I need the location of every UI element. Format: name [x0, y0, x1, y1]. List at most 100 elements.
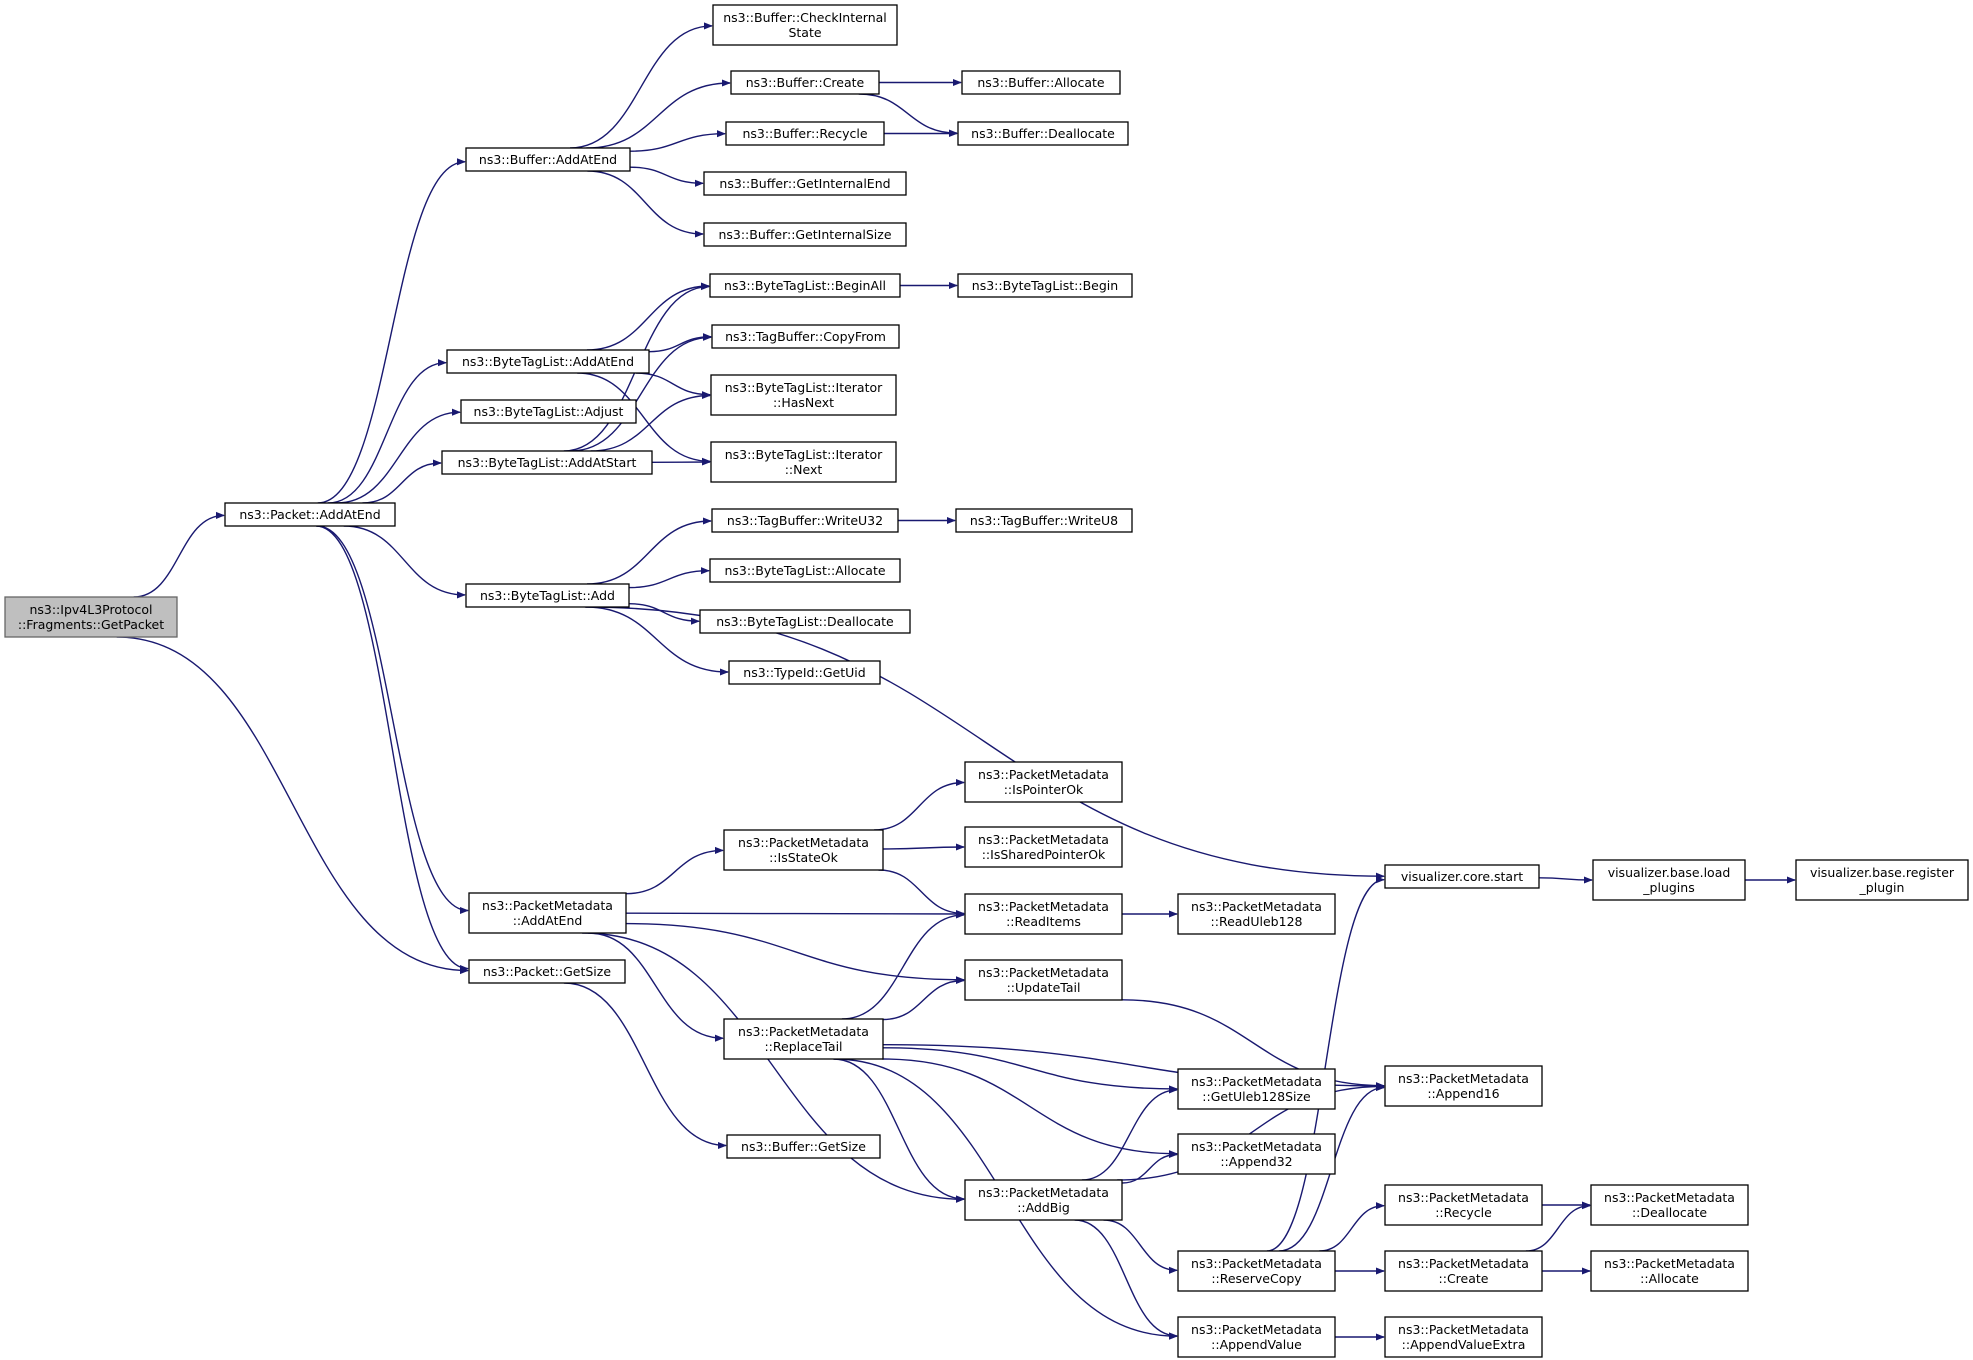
node-label: ns3::TagBuffer::WriteU32	[727, 513, 883, 528]
node-label: ns3::Buffer::Create	[746, 75, 865, 90]
node-pm-deallocate[interactable]: ns3::PacketMetadata::Deallocate	[1590, 1184, 1749, 1226]
node-vis-load-plugins[interactable]: visualizer.base.load_plugins	[1592, 859, 1746, 901]
node-pm-create[interactable]: ns3::PacketMetadata::Create	[1384, 1250, 1543, 1292]
edge-pm-replacetail-to-pm-append32	[882, 1058, 1178, 1158]
edge-arrow	[833, 1058, 965, 1203]
node-vis-register-plugin[interactable]: visualizer.base.register_plugin	[1795, 859, 1969, 901]
node-buffer-getinternalsize[interactable]: ns3::Buffer::GetInternalSize	[703, 222, 907, 247]
edge-arrow	[133, 511, 225, 598]
node-label: ns3::PacketMetadata	[1604, 1190, 1735, 1205]
edge-arrow	[882, 843, 965, 851]
node-tagbuffer-writeu32[interactable]: ns3::TagBuffer::WriteU32	[711, 508, 899, 533]
node-label: ::Fragments::GetPacket	[18, 617, 164, 632]
edge-pm-reservecopy-to-pm-recycle	[1319, 1202, 1385, 1252]
node-pm-addbig[interactable]: ns3::PacketMetadata::AddBig	[964, 1179, 1123, 1221]
edge-arrow	[590, 391, 711, 452]
edge-pm-addbig-to-pm-getuleb128size	[1081, 1086, 1178, 1181]
node-tagbuffer-copyfrom[interactable]: ns3::TagBuffer::CopyFrom	[711, 324, 900, 349]
node-packet-addatend[interactable]: ns3::Packet::AddAtEnd	[224, 502, 396, 527]
node-pm-replacetail[interactable]: ns3::PacketMetadata::ReplaceTail	[723, 1018, 884, 1060]
node-pm-isstateok[interactable]: ns3::PacketMetadata::IsStateOk	[723, 829, 884, 871]
node-label: _plugin	[1859, 880, 1905, 895]
node-vis-core-start[interactable]: visualizer.core.start	[1384, 864, 1540, 889]
node-btl-begin[interactable]: ns3::ByteTagList::Begin	[957, 273, 1133, 298]
edge-packet-addatend-to-bytetaglist-adjust	[336, 408, 461, 504]
node-buffer-deallocate[interactable]: ns3::Buffer::Deallocate	[957, 121, 1129, 146]
node-label: ::Deallocate	[1632, 1205, 1707, 1220]
node-buffer-getsize[interactable]: ns3::Buffer::GetSize	[726, 1134, 881, 1159]
node-pm-appendvalue[interactable]: ns3::PacketMetadata::AppendValue	[1177, 1316, 1336, 1358]
edge-pm-addbig-to-pm-reservecopy	[1103, 1219, 1178, 1274]
node-pm-addatend[interactable]: ns3::PacketMetadata::AddAtEnd	[468, 892, 627, 934]
node-label: ::HasNext	[773, 395, 834, 410]
node-bytetaglist-add[interactable]: ns3::ByteTagList::Add	[465, 583, 630, 608]
node-pm-recycle[interactable]: ns3::PacketMetadata::Recycle	[1384, 1184, 1543, 1226]
node-bytetaglist-adjust[interactable]: ns3::ByteTagList::Adjust	[460, 399, 637, 424]
node-box	[1177, 1250, 1336, 1292]
edge-pm-isstateok-to-pm-ispointerok	[874, 778, 965, 831]
node-buffer-recycle[interactable]: ns3::Buffer::Recycle	[725, 121, 885, 146]
node-label: visualizer.core.start	[1401, 869, 1523, 884]
node-label: ::ReadItems	[1006, 914, 1081, 929]
node-root[interactable]: ns3::Ipv4L3Protocol::Fragments::GetPacke…	[4, 596, 178, 638]
node-box	[964, 761, 1123, 803]
node-pm-reservecopy[interactable]: ns3::PacketMetadata::ReserveCopy	[1177, 1250, 1336, 1292]
node-box	[1384, 1250, 1543, 1292]
node-label: ns3::PacketMetadata	[1398, 1071, 1529, 1086]
node-box	[224, 502, 396, 527]
node-typeid-getuid[interactable]: ns3::TypeId::GetUid	[728, 660, 881, 685]
node-buffer-getinternalend[interactable]: ns3::Buffer::GetInternalEnd	[703, 171, 907, 196]
node-pm-append16[interactable]: ns3::PacketMetadata::Append16	[1384, 1065, 1543, 1107]
node-btl-iter-hasnext[interactable]: ns3::ByteTagList::Iterator::HasNext	[710, 374, 897, 416]
node-box	[1590, 1250, 1749, 1292]
node-bytetaglist-addatstart[interactable]: ns3::ByteTagList::AddAtStart	[441, 450, 653, 475]
node-bytetaglist-addatend[interactable]: ns3::ByteTagList::AddAtEnd	[446, 349, 650, 374]
edge-arrow	[569, 22, 713, 149]
edge-bytetaglist-addatstart-to-btl-iter-hasnext	[590, 391, 711, 452]
node-label: ns3::ByteTagList::Iterator	[725, 380, 883, 395]
edge-bytetaglist-add-to-typeid-getuid	[585, 606, 729, 676]
edge-packet-addatend-to-bytetaglist-addatend	[327, 359, 447, 504]
node-buffer-addatend[interactable]: ns3::Buffer::AddAtEnd	[465, 147, 631, 172]
node-box	[710, 441, 897, 483]
node-btl-beginall[interactable]: ns3::ByteTagList::BeginAll	[709, 273, 901, 298]
node-box	[955, 508, 1133, 533]
node-box	[1384, 1184, 1543, 1226]
edge-arrow	[882, 1047, 1178, 1093]
edge-packet-addatend-to-packet-getsize	[315, 525, 469, 973]
node-box	[964, 826, 1123, 868]
edge-arrow	[841, 911, 965, 1020]
edge-pm-replacetail-to-pm-addbig	[833, 1058, 965, 1203]
node-label: ns3::PacketMetadata	[1604, 1256, 1735, 1271]
node-packet-getsize[interactable]: ns3::Packet::GetSize	[468, 959, 626, 984]
node-pm-updatetail[interactable]: ns3::PacketMetadata::UpdateTail	[964, 959, 1123, 1001]
node-label: ns3::Buffer::GetInternalSize	[718, 227, 891, 242]
node-buffer-create[interactable]: ns3::Buffer::Create	[730, 70, 880, 95]
node-box	[1590, 1184, 1749, 1226]
node-box	[1177, 1068, 1336, 1110]
node-pm-issharedpointerok[interactable]: ns3::PacketMetadata::IsSharedPointerOk	[964, 826, 1123, 868]
node-pm-allocate[interactable]: ns3::PacketMetadata::Allocate	[1590, 1250, 1749, 1292]
node-pm-getuleb128size[interactable]: ns3::PacketMetadata::GetUleb128Size	[1177, 1068, 1336, 1110]
node-tagbuffer-writeu8[interactable]: ns3::TagBuffer::WriteU8	[955, 508, 1133, 533]
node-btl-iter-next[interactable]: ns3::ByteTagList::Iterator::Next	[710, 441, 897, 483]
node-btl-allocate[interactable]: ns3::ByteTagList::Allocate	[709, 558, 901, 583]
node-btl-deallocate[interactable]: ns3::ByteTagList::Deallocate	[699, 609, 911, 634]
node-buffer-allocate[interactable]: ns3::Buffer::Allocate	[961, 70, 1121, 95]
node-pm-appendvalueextra[interactable]: ns3::PacketMetadata::AppendValueExtra	[1384, 1316, 1543, 1358]
edge-packet-addatend-to-bytetaglist-addatstart	[362, 459, 442, 504]
node-pm-readitems[interactable]: ns3::PacketMetadata::ReadItems	[964, 893, 1123, 935]
edge-pm-updatetail-to-pm-append16	[1121, 999, 1385, 1090]
edge-arrow	[586, 517, 712, 585]
node-label: ::UpdateTail	[1007, 980, 1081, 995]
edge-arrow	[1121, 1150, 1178, 1184]
edge-arrow	[327, 359, 447, 504]
edge-arrow	[570, 333, 712, 452]
node-label: ns3::PacketMetadata	[978, 1185, 1109, 1200]
node-pm-append32[interactable]: ns3::PacketMetadata::Append32	[1177, 1133, 1336, 1175]
node-label: ns3::Buffer::GetSize	[741, 1139, 866, 1154]
node-label: ::IsSharedPointerOk	[982, 847, 1106, 862]
node-pm-ispointerok[interactable]: ns3::PacketMetadata::IsPointerOk	[964, 761, 1123, 803]
node-pm-readuleb128[interactable]: ns3::PacketMetadata::ReadUleb128	[1177, 893, 1336, 935]
